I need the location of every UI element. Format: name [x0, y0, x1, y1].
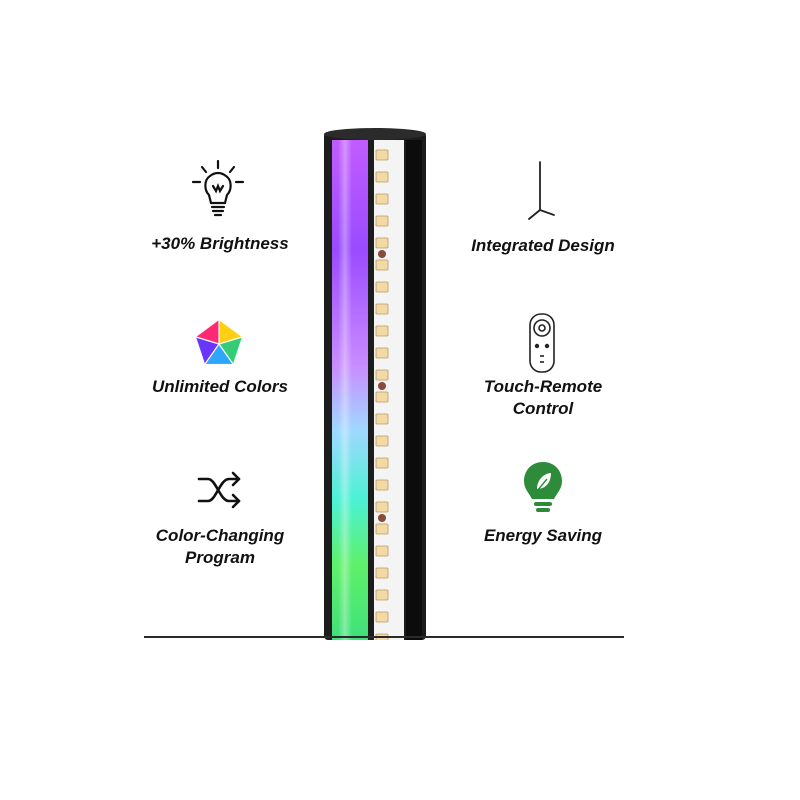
- remote-control-icon: [524, 312, 560, 374]
- led-resistor: [378, 514, 386, 522]
- led-chip: [375, 457, 389, 469]
- feature-remote-label-line1: Touch-Remote: [483, 377, 603, 396]
- feature-remote: Touch-Remote Control: [448, 376, 638, 420]
- feature-program-label-line1: Color-Changing: [155, 526, 285, 545]
- shuffle-icon: [196, 470, 244, 510]
- feature-remote-label-line2: Control: [512, 399, 574, 418]
- feature-energy: Energy Saving: [448, 525, 638, 547]
- feature-brightness: +30% Brightness: [130, 233, 310, 255]
- led-chip: [375, 281, 389, 293]
- led-chip: [375, 413, 389, 425]
- led-chip: [375, 193, 389, 205]
- led-chip: [375, 523, 389, 535]
- led-chip: [375, 325, 389, 337]
- eco-bulb-icon: [522, 460, 564, 518]
- led-chip: [375, 149, 389, 161]
- led-resistor: [378, 382, 386, 390]
- led-chip: [375, 435, 389, 447]
- rgb-pentagon-icon: [194, 318, 244, 366]
- rgb-floor-lamp: [322, 126, 428, 645]
- led-chip: [375, 589, 389, 601]
- feature-program-label-line2: Program: [185, 548, 255, 567]
- led-chip: [375, 303, 389, 315]
- led-chip: [375, 545, 389, 557]
- corner-lamp-icon: [526, 160, 556, 222]
- led-chip: [375, 391, 389, 403]
- led-chip: [375, 501, 389, 513]
- feature-colors: Unlimited Colors: [130, 376, 310, 398]
- floor-line: [144, 636, 624, 638]
- led-chip: [375, 259, 389, 271]
- feature-brightness-label: +30% Brightness: [151, 234, 289, 253]
- feature-program: Color-Changing Program: [130, 525, 310, 569]
- feature-energy-label: Energy Saving: [483, 526, 603, 545]
- led-chip: [375, 237, 389, 249]
- led-chip: [375, 479, 389, 491]
- feature-colors-label: Unlimited Colors: [151, 377, 288, 396]
- led-chip: [375, 215, 389, 227]
- led-chip: [375, 567, 389, 579]
- led-chip: [375, 347, 389, 359]
- light-bulb-icon: [190, 158, 246, 222]
- led-chip: [375, 369, 389, 381]
- led-resistor: [378, 250, 386, 258]
- feature-design: Integrated Design: [448, 235, 638, 257]
- feature-design-label: Integrated Design: [471, 236, 615, 255]
- led-chip: [375, 171, 389, 183]
- led-chip: [375, 611, 389, 623]
